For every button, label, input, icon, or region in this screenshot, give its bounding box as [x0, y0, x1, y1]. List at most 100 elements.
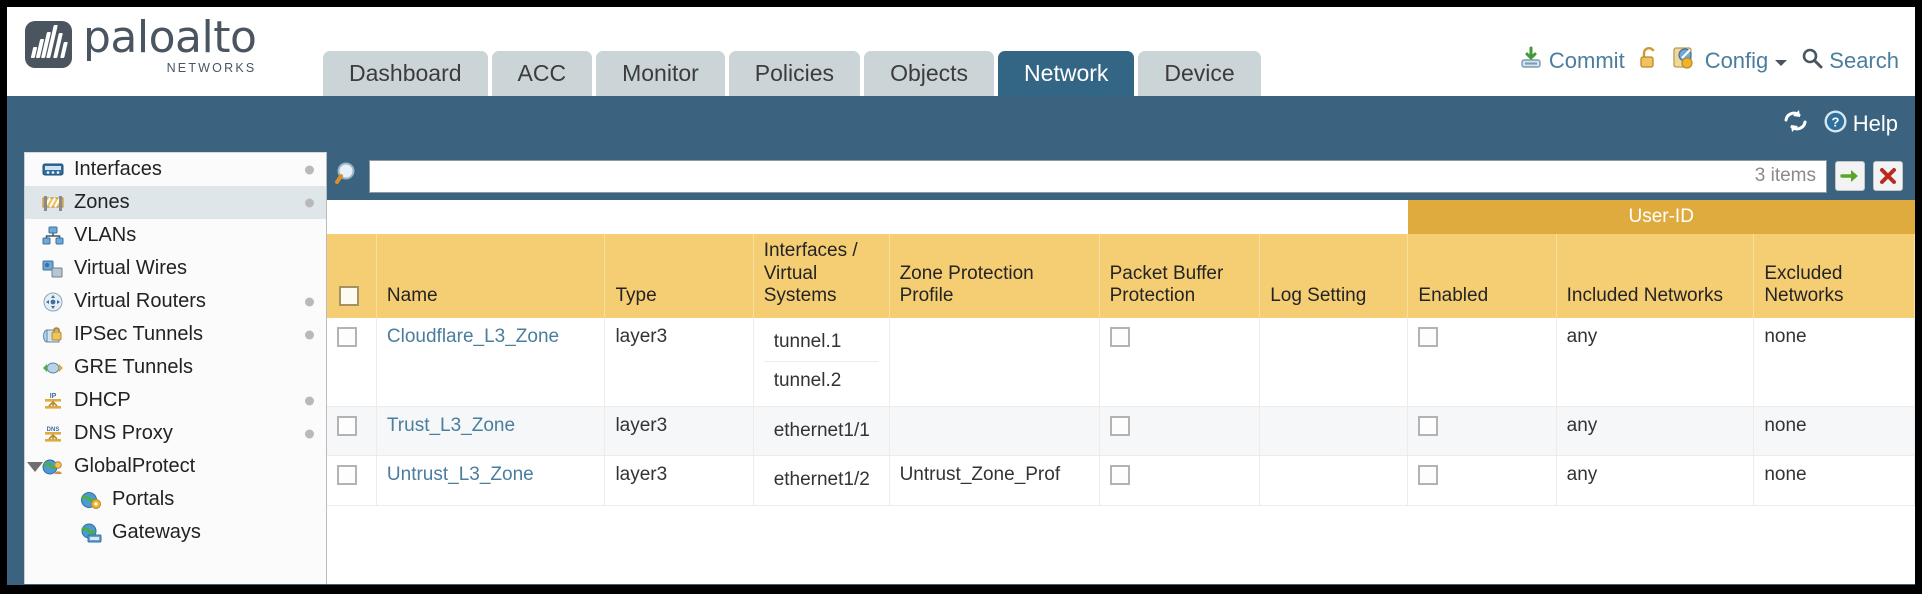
tab-acc[interactable]: ACC [491, 50, 593, 96]
sidebar-item-virtual-wires[interactable]: Virtual Wires [25, 252, 326, 285]
portals-icon [80, 490, 106, 510]
sidebar-item-globalprotect[interactable]: GlobalProtect [25, 450, 326, 483]
zone-name-cell[interactable]: Untrust_L3_Zone [376, 455, 606, 506]
tab-device[interactable]: Device [1138, 50, 1261, 96]
zone-name-link[interactable]: Trust_L3_Zone [386, 414, 516, 436]
sidebar-item-ipsec-tunnels[interactable]: IPSec Tunnels [25, 318, 326, 351]
sidebar-item-label: Virtual Wires [74, 257, 187, 279]
tab-objects[interactable]: Objects [864, 50, 995, 96]
zone-name-link[interactable]: Cloudflare_L3_Zone [386, 325, 560, 347]
column-header-excluded-networks[interactable]: Excluded Networks [1753, 234, 1915, 318]
top-right-actions: Commit Config [1519, 46, 1915, 96]
userid-enabled-cell[interactable] [1407, 455, 1557, 506]
column-header-zone-protection-profile[interactable]: Zone Protection Profile [889, 234, 1100, 318]
group-header-spacer [327, 200, 1408, 235]
config-label: Config [1704, 48, 1769, 73]
dns-proxy-icon: DNS [42, 424, 68, 444]
virtual-wires-icon [42, 259, 68, 279]
sidebar-item-virtual-routers[interactable]: Virtual Routers [25, 285, 326, 318]
apply-filter-button[interactable] [1835, 161, 1865, 191]
item-count: 3 items [1754, 165, 1816, 186]
commit-icon [1519, 46, 1543, 76]
zone-type-cell: layer3 [604, 317, 754, 407]
sidebar-item-portals[interactable]: Portals [25, 483, 326, 516]
userid-enabled-cell[interactable] [1407, 317, 1557, 407]
userid-enabled-checkbox[interactable] [1418, 415, 1439, 436]
packet-buffer-protection-cell[interactable] [1099, 406, 1261, 457]
column-header-type[interactable]: Type [604, 234, 754, 318]
vlans-icon [42, 226, 68, 246]
search-field-wrapper[interactable]: 3 items [369, 159, 1827, 193]
interfaces-icon [42, 160, 68, 180]
zone-name-cell[interactable]: Trust_L3_Zone [376, 406, 606, 457]
userid-enabled-cell[interactable] [1407, 406, 1557, 457]
interface-value: tunnel.1 [763, 323, 879, 363]
column-header-packet-buffer-protection[interactable]: Packet Buffer Protection [1099, 234, 1261, 318]
search-button[interactable]: Search [1801, 47, 1899, 75]
tab-policies[interactable]: Policies [728, 50, 861, 96]
select-all-checkbox[interactable] [339, 286, 359, 307]
tab-monitor[interactable]: Monitor [596, 50, 725, 96]
row-select-cell[interactable] [327, 455, 377, 506]
clear-filter-button[interactable] [1873, 161, 1903, 191]
row-select-cell[interactable] [327, 317, 377, 407]
packet-buffer-protection-cell[interactable] [1099, 317, 1261, 407]
zone-name-link[interactable]: Untrust_L3_Zone [386, 464, 534, 486]
select-all-header[interactable] [327, 234, 377, 318]
filter-search-icon[interactable] [335, 161, 361, 192]
sidebar-item-gateways[interactable]: Gateways [25, 516, 326, 549]
sidebar-item-label: Virtual Routers [74, 290, 206, 312]
column-header-log-setting[interactable]: Log Setting [1259, 234, 1409, 318]
refresh-icon[interactable] [1782, 109, 1809, 139]
tab-network[interactable]: Network [998, 50, 1135, 96]
zone-protection-profile-cell: Untrust_Zone_Prof [889, 455, 1100, 506]
sidebar-item-label: VLANs [74, 224, 137, 246]
help-button[interactable]: ? Help [1823, 109, 1898, 140]
interfaces-cell: ethernet1/1 [753, 406, 890, 457]
expand-caret-icon[interactable] [27, 461, 43, 472]
row-checkbox[interactable] [337, 415, 357, 436]
sidebar-item-gre-tunnels[interactable]: GRE Tunnels [25, 351, 326, 384]
userid-enabled-checkbox[interactable] [1418, 326, 1439, 347]
svg-text:IP: IP [50, 393, 57, 400]
row-checkbox[interactable] [337, 326, 357, 347]
tab-dashboard[interactable]: Dashboard [323, 50, 488, 96]
zone-type-cell: layer3 [604, 455, 754, 506]
column-header-included-networks[interactable]: Included Networks [1556, 234, 1755, 318]
column-header-interfaces-virtual-systems[interactable]: Interfaces / Virtual Systems [753, 234, 890, 318]
commit-label: Commit [1548, 48, 1625, 73]
row-checkbox[interactable] [337, 465, 357, 486]
svg-text:DNS: DNS [47, 427, 60, 433]
sidebar-item-interfaces[interactable]: Interfaces [25, 153, 326, 186]
column-header-name[interactable]: Name [376, 234, 606, 318]
lock-icon[interactable] [1638, 46, 1660, 76]
column-header-enabled[interactable]: Enabled [1407, 234, 1557, 318]
zone-name-cell[interactable]: Cloudflare_L3_Zone [376, 317, 606, 407]
search-input[interactable] [380, 165, 1747, 187]
packet-buffer-protection-checkbox[interactable] [1109, 415, 1130, 436]
sidebar-item-vlans[interactable]: VLANs [25, 219, 326, 252]
config-menu[interactable]: Config [1673, 46, 1789, 76]
row-select-cell[interactable] [327, 406, 377, 457]
packet-buffer-protection-checkbox[interactable] [1109, 326, 1130, 347]
packet-buffer-protection-checkbox[interactable] [1109, 465, 1130, 486]
sidebar-item-zones[interactable]: Zones [25, 186, 326, 219]
commit-button[interactable]: Commit [1519, 46, 1625, 76]
packet-buffer-protection-cell[interactable] [1099, 455, 1261, 506]
table-group-header-row: User-ID [327, 200, 1915, 235]
status-dot [305, 198, 314, 207]
config-gear-icon [1673, 46, 1699, 76]
search-label: Search [1829, 48, 1899, 73]
zone-protection-profile-cell [889, 317, 1100, 407]
userid-enabled-checkbox[interactable] [1418, 465, 1439, 486]
brand-name: paloalto [83, 11, 257, 63]
